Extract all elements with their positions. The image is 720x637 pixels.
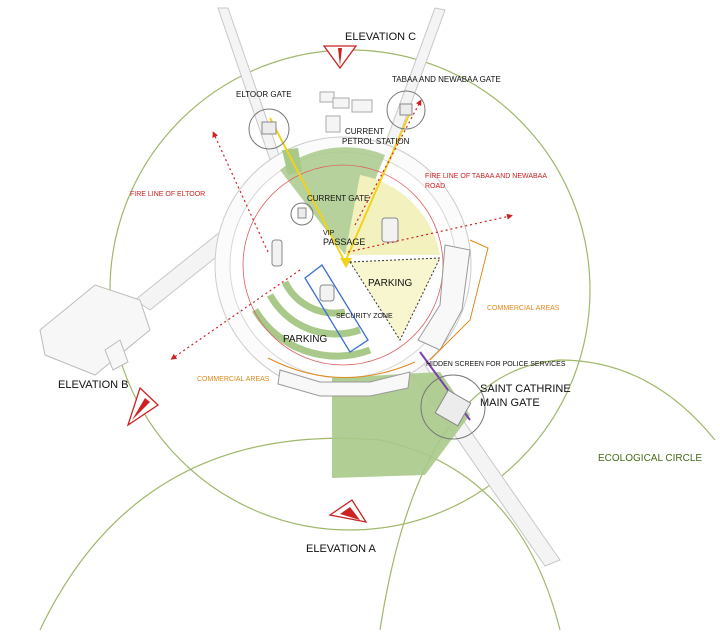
current-gate-label: CURRENT GATE <box>307 194 369 203</box>
green-area-north <box>280 147 385 255</box>
fire-lines <box>170 99 513 360</box>
petrol-label-1: CURRENT <box>345 127 384 136</box>
commercial-right-label: COMMERCIAL AREAS <box>487 305 560 312</box>
main-gate-label-2: MAIN GATE <box>480 397 540 409</box>
main-gate-label-1: SAINT CATHRINE <box>480 383 571 395</box>
parking-right-label: PARKING <box>368 278 412 289</box>
main-gate-circle <box>420 374 486 440</box>
hidden-screen-label: HIDDEN SCREEN FOR POLICE SERVICES <box>426 361 566 368</box>
current-gate-circle <box>290 202 314 226</box>
security-zone <box>304 264 369 353</box>
parking-left-label: PARKING <box>283 334 327 345</box>
elevation-b-label: ELEVATION B <box>58 379 129 391</box>
fire-line-tabaa-b <box>354 99 422 226</box>
security-zone-label: SECURITY ZONE <box>336 313 393 320</box>
tabaa-gate-circle <box>386 90 426 130</box>
vip-label: VIP <box>323 230 335 237</box>
gate-circles <box>248 90 486 440</box>
gate-structures <box>261 103 472 427</box>
eltoor-gate-circle <box>248 108 290 150</box>
passage-label: PASSAGE <box>323 237 365 247</box>
parking-arcs-west <box>252 280 372 360</box>
tabaa-gate-label: TABAA AND NEWABAA GATE <box>392 75 501 84</box>
ecological-arc-right <box>379 359 716 631</box>
fire-line-eltoor-b <box>170 269 301 360</box>
elevation-a-label: ELEVATION A <box>306 543 377 555</box>
green-area-south <box>332 372 470 478</box>
eltoor-gate-label: ELTOOR GATE <box>236 90 292 99</box>
fire-tabaa-label-1: FIRE LINE OF TABAA AND NEWABAA <box>425 173 547 180</box>
petrol-label-2: PETROL STATION <box>342 137 410 146</box>
parking-area-dotted <box>349 257 441 342</box>
petrol-station-buildings <box>319 91 373 133</box>
elevation-c-label: ELEVATION C <box>345 31 416 43</box>
plaza <box>214 136 472 394</box>
fire-line-eltoor <box>212 131 269 253</box>
yellow-area-east <box>345 175 440 255</box>
building-west <box>39 284 151 376</box>
commercial-buildings <box>277 244 471 397</box>
fire-tabaa-label-2: ROAD <box>425 183 445 190</box>
vip-marker <box>340 258 352 268</box>
commercial-outlines <box>267 239 489 379</box>
axis-lines <box>269 107 413 263</box>
ecological-label: ECOLOGICAL CIRCLE <box>598 453 702 464</box>
commercial-left-label: COMMERCIAL AREAS <box>197 376 270 383</box>
inner-buildings <box>271 217 399 302</box>
fire-eltoor-label: FIRE LINE OF ELTOOR <box>130 191 205 198</box>
